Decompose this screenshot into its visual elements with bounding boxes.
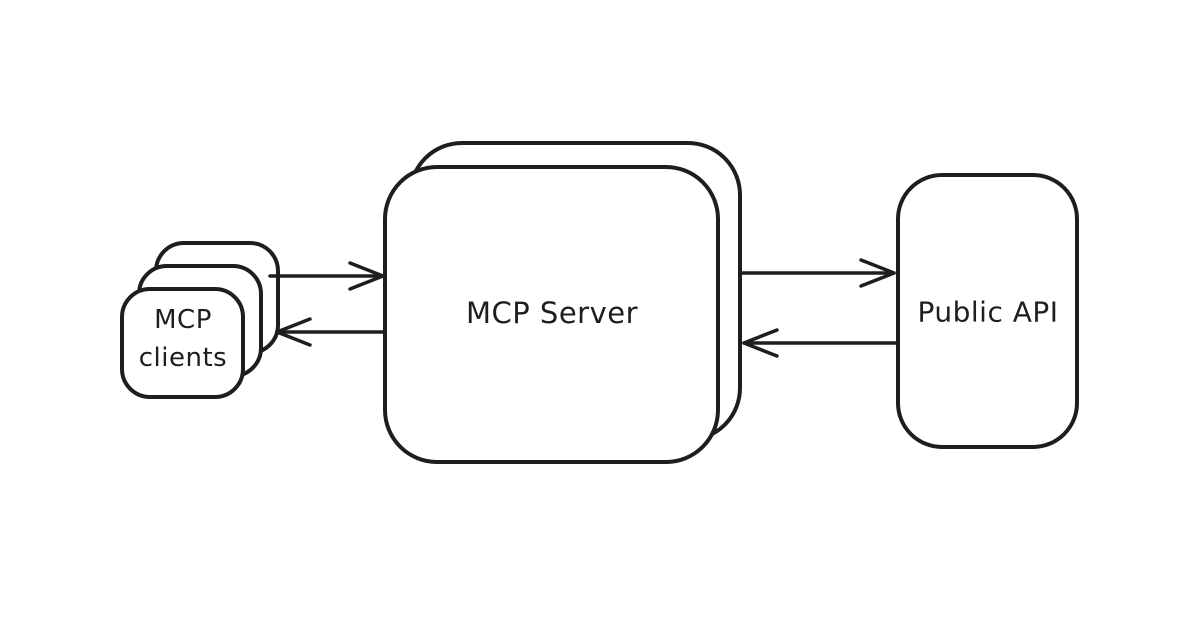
edge-api-to-server [742,328,899,358]
public-api-box [896,173,1079,449]
arrowhead-right-icon [859,258,896,288]
boxes-layer [120,141,1079,464]
node-mcp-server [383,141,742,464]
edge-clients-to-server [268,261,385,291]
public-api-label: Public API [917,296,1058,329]
labels-layer: MCP clients MCP Server Public API [139,296,1058,374]
mcp-clients-label-line2: clients [139,343,227,373]
arrowhead-right-icon [348,261,385,291]
mcp-server-label: MCP Server [466,296,638,330]
edge-server-to-clients [275,317,387,347]
edge-server-to-api [738,258,896,288]
node-public-api [896,173,1079,449]
arrowhead-left-icon [275,317,312,347]
mcp-clients-label-line1: MCP [154,305,212,335]
arrowhead-left-icon [742,328,779,358]
node-mcp-clients [120,241,280,399]
mcp-server-box-front [383,165,720,464]
mcp-clients-box-front [120,287,245,399]
arrows-layer [268,258,899,358]
